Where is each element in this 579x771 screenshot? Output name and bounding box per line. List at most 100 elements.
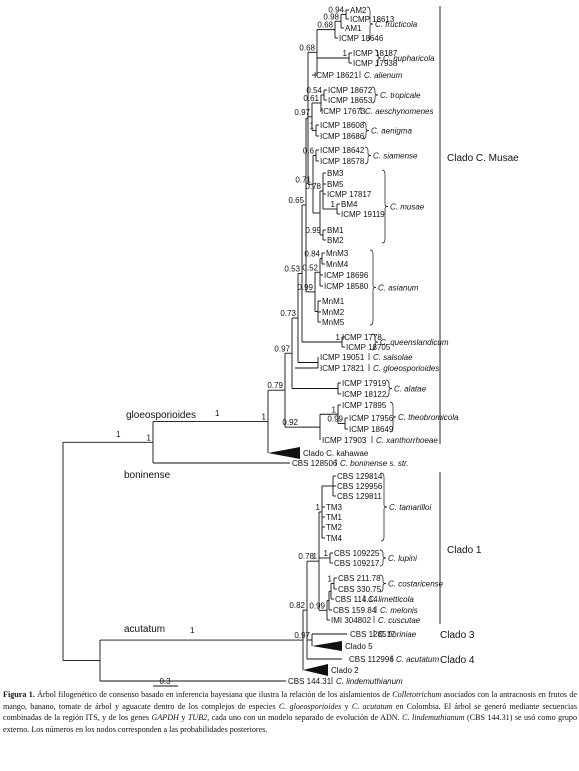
- tip-label: MnM4: [326, 260, 349, 269]
- tip-label: ICMP 17903: [322, 436, 367, 445]
- caption-text: y: [178, 713, 188, 723]
- species-complex-label: gloeosporioides: [126, 410, 196, 421]
- posterior-probability: 0.99: [297, 283, 313, 292]
- tip-label: CBS 128506: [292, 459, 338, 468]
- species-label: C. salsolae: [373, 353, 413, 362]
- posterior-probability: 0.92: [282, 418, 298, 427]
- species-brace: [381, 169, 389, 244]
- collapsed-clade-triangle: [268, 447, 300, 459]
- species-label: C. aenigma: [371, 127, 412, 136]
- collapsed-clade-label: Clado C. kahawae: [303, 449, 369, 458]
- posterior-probability: 0.78: [298, 552, 314, 561]
- species-brace: [369, 249, 377, 326]
- species-brace: [371, 333, 379, 351]
- caption-text: y: [341, 701, 352, 711]
- caption-text: asociados con la antracnosis en frutos d…: [3, 690, 577, 711]
- tip-label: ICMP 18187: [353, 49, 398, 58]
- posterior-probability: 0.6: [303, 147, 315, 156]
- posterior-probability: 0.98: [323, 12, 339, 21]
- tip-label: BM3: [327, 169, 344, 178]
- posterior-probability: 0.52: [302, 263, 318, 272]
- species-brace: [374, 49, 382, 67]
- posterior-probability: 1: [331, 200, 336, 209]
- species-label: C. costaricense: [388, 580, 444, 589]
- species-brace: [379, 574, 387, 593]
- tip-label: TM3: [326, 503, 343, 512]
- species-complex-label: acutatum: [124, 624, 165, 635]
- caption-text: en Colombia. El árbol se generó mediante…: [3, 701, 577, 723]
- caption-italic: GAPDH: [151, 713, 179, 723]
- species-label: C. boninense s. str.: [340, 459, 409, 468]
- posterior-probability: 0.71: [295, 175, 311, 184]
- posterior-probability: 0.97: [274, 344, 290, 353]
- tip-label: ICMP 18580: [324, 282, 369, 291]
- posterior-probability: 0.68: [317, 21, 333, 30]
- posterior-probability: 1: [343, 49, 348, 58]
- tip-label: MnM2: [322, 308, 345, 317]
- tip-label: AM1: [345, 24, 362, 33]
- tip-label: ICMP 17821: [320, 364, 365, 373]
- tip-label: ICMP 17919: [342, 379, 387, 388]
- clade-label: Clado C. Musae: [447, 153, 519, 164]
- tip-label: ICMP 17938: [353, 59, 398, 68]
- tip-label: CBS 128517: [350, 630, 396, 639]
- species-label: C. alienum: [364, 71, 403, 80]
- tip-label: TM2: [326, 523, 343, 532]
- posterior-probability: 1: [262, 413, 267, 422]
- tip-label: AM2: [350, 6, 367, 15]
- tip-label: ICMP 18621: [314, 71, 359, 80]
- posterior-probability: 1: [313, 552, 318, 561]
- posterior-probability: 1: [328, 575, 333, 584]
- caption-text: Árbol filogenético de consenso basado en…: [34, 690, 393, 699]
- tip-label: CBS 211.78: [338, 574, 381, 583]
- tip-label: CBS 109225: [334, 549, 380, 558]
- tip-label: MnM5: [322, 318, 345, 327]
- species-complex-label: boninense: [124, 470, 171, 481]
- collapsed-clade-triangle: [303, 664, 328, 676]
- posterior-probability: 0.99: [305, 226, 321, 235]
- tip-label: ICMP 17895: [342, 401, 387, 410]
- posterior-probability: 0.97: [294, 631, 310, 640]
- species-label: C. tamarilloi: [389, 503, 431, 512]
- clade-label: Clado 4: [440, 655, 475, 666]
- caption-italic: TUB2: [187, 713, 208, 723]
- posterior-probability: 1: [310, 122, 315, 131]
- caption-text: , cada uno con un modelo separado de evo…: [207, 713, 403, 723]
- caption-text: (CBS 144.31) se usó como grupo externo. …: [3, 713, 577, 734]
- tip-label: CBS 144.31: [288, 677, 332, 686]
- collapsed-clade-label: Clado 2: [331, 666, 359, 675]
- posterior-probability: 1: [332, 405, 337, 414]
- posterior-probability: 1: [215, 409, 220, 418]
- tip-label: ICMP 19119: [341, 210, 385, 219]
- species-label: C. xanthorrhoeae: [376, 436, 438, 445]
- species-label: C. melonis: [380, 606, 418, 615]
- tip-label: CBS 129811: [337, 492, 382, 501]
- species-label: C. limetticola: [368, 595, 414, 604]
- tip-label: CBS 330.75: [338, 585, 382, 594]
- species-brace: [366, 6, 374, 42]
- species-label: C. lupini: [388, 554, 417, 563]
- tip-label: ICMP 19051: [320, 353, 365, 362]
- species-brace: [364, 146, 372, 165]
- collapsed-clade-triangle: [312, 641, 342, 651]
- posterior-probability: 0.53: [284, 265, 300, 274]
- posterior-probability: 0.94: [328, 6, 344, 15]
- collapsed-clade-label: Clado 5: [345, 642, 373, 651]
- species-brace: [380, 472, 388, 542]
- tip-label: TM1: [326, 513, 343, 522]
- tip-label: ICMP 17673: [321, 107, 366, 116]
- species-brace: [379, 549, 387, 567]
- posterior-probability: 0.79: [267, 381, 283, 390]
- posterior-probability: 1: [324, 549, 329, 558]
- tip-label: BM2: [327, 236, 344, 245]
- species-label: C. fioriniae: [378, 630, 417, 639]
- species-brace: [371, 86, 379, 104]
- posterior-probability: 1: [336, 333, 341, 342]
- species-label: C. acutatum: [396, 655, 439, 664]
- posterior-probability: 1: [190, 626, 195, 635]
- tip-label: ICMP 17817: [327, 190, 372, 199]
- tip-label: CBS 114.14: [335, 595, 378, 604]
- tip-label: ICMP 18672: [328, 86, 373, 95]
- species-label: C. siamense: [373, 152, 418, 161]
